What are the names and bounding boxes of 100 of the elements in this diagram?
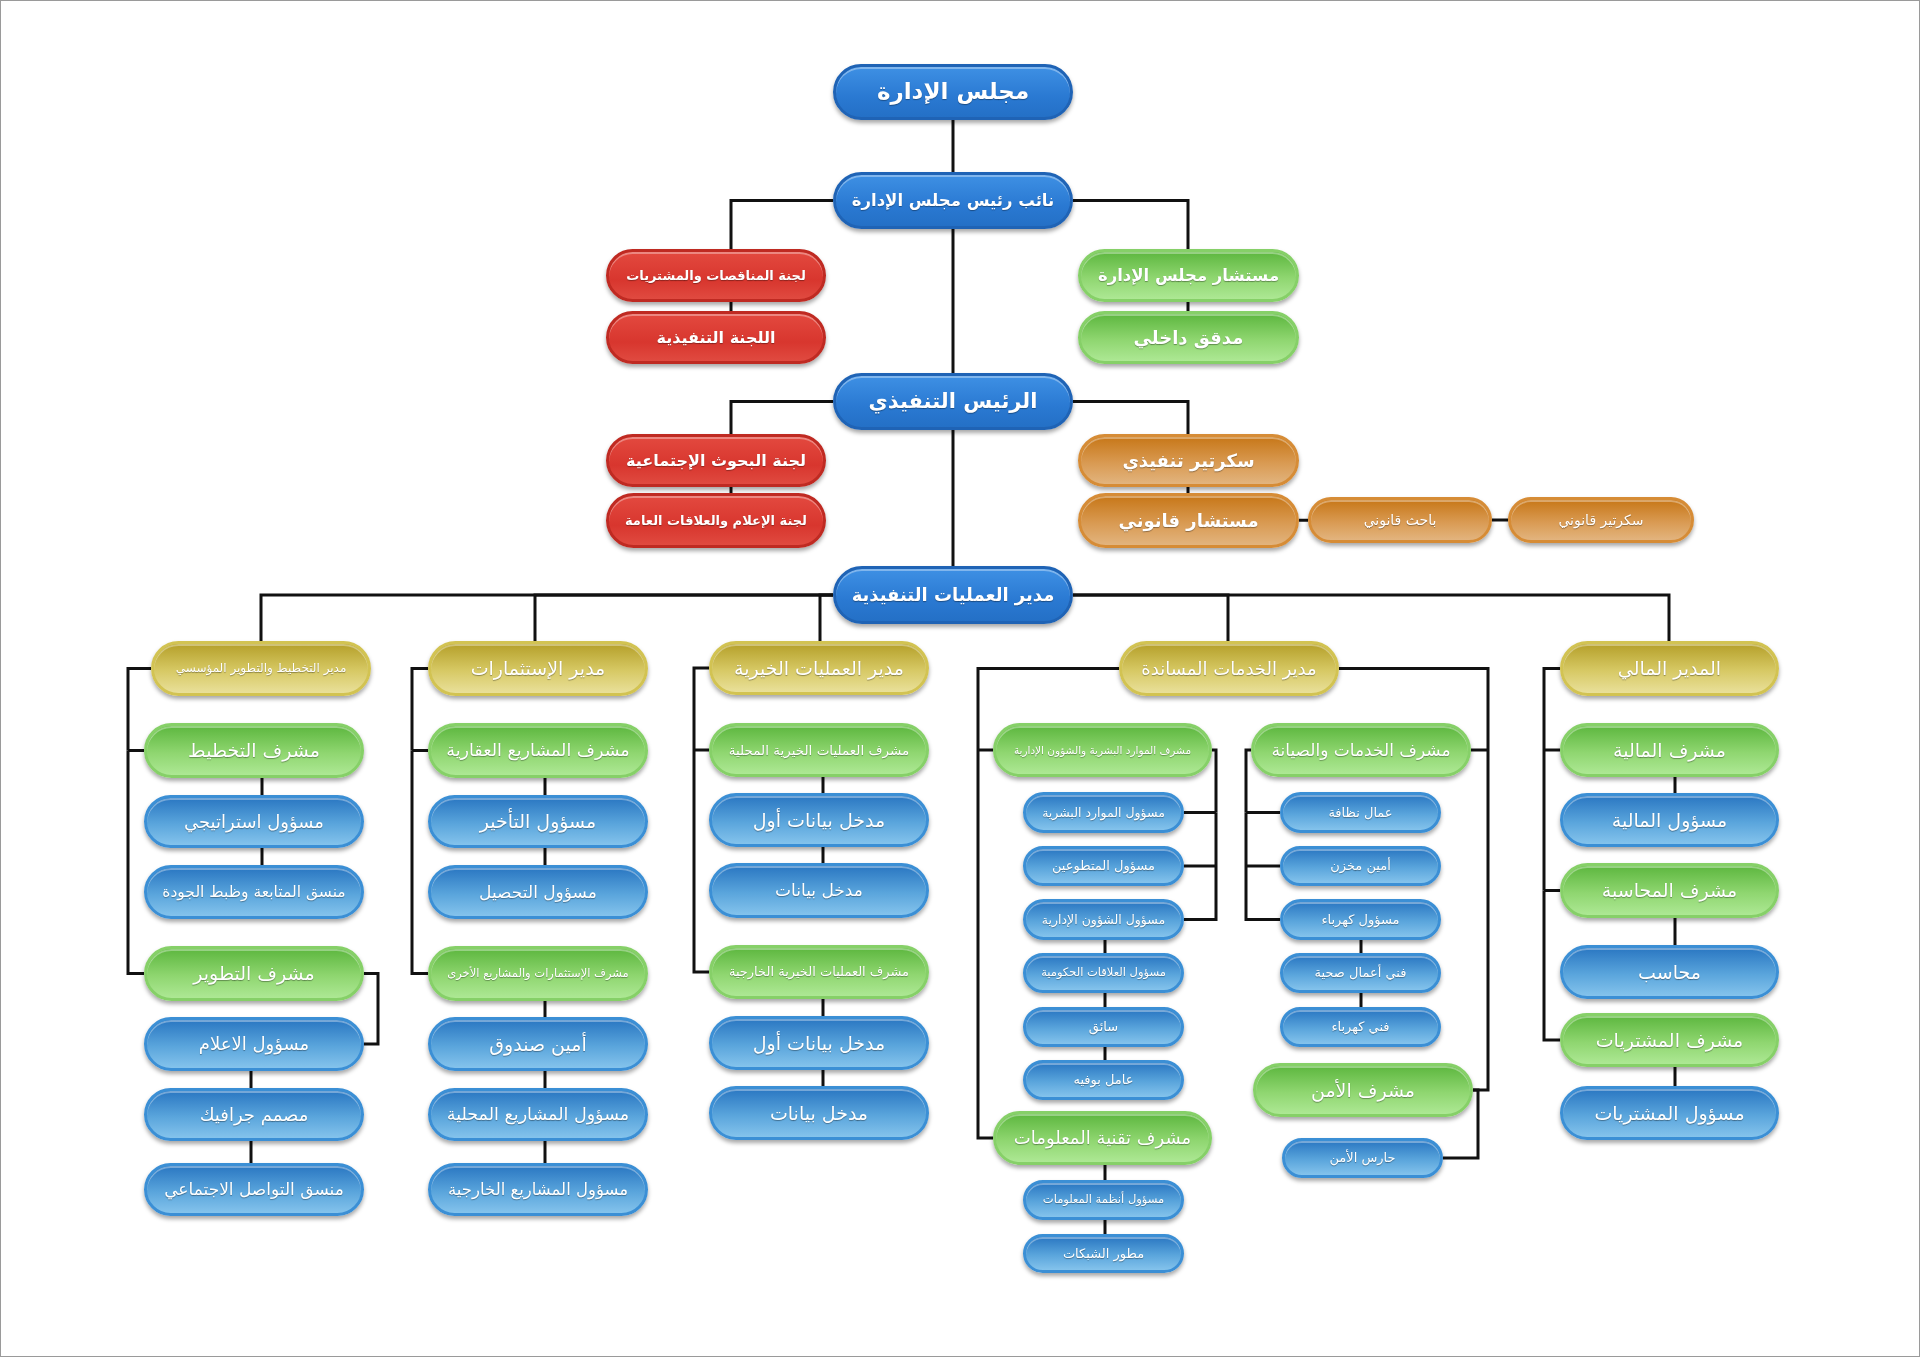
connector-line: [1246, 811, 1280, 814]
connector-line: [249, 1071, 253, 1088]
connector-line: [1299, 518, 1308, 522]
role-title: مدير الخدمات المساندة: [1141, 657, 1317, 680]
role-title: مشرف المالية: [1613, 738, 1726, 762]
role-title: مسؤول أنظمة المعلومات: [1042, 1193, 1165, 1207]
staff-box: [144, 1088, 364, 1141]
executive-box: [833, 566, 1073, 624]
staff-box: [1280, 1007, 1441, 1047]
connector-line: [976, 667, 1119, 750]
connector-line: [821, 1070, 825, 1086]
role-title: محاسب: [1638, 960, 1701, 984]
staff-box: [428, 1017, 648, 1071]
staff-box: [709, 793, 929, 847]
connector-line: [1492, 518, 1508, 522]
role-title: اللجنة التنفيذية: [656, 327, 776, 348]
supervisor-box: [1560, 863, 1779, 918]
role-title: مسؤول المالية: [1611, 808, 1728, 832]
staff-box: [709, 863, 929, 918]
role-title: مدير التخطيط والتطوير المؤسسي: [175, 661, 347, 676]
role-title: مسؤول التأخير: [479, 810, 597, 833]
staff-box: [1023, 1007, 1184, 1047]
role-title: فني كهرباء: [1331, 1019, 1390, 1035]
connector-line: [543, 1001, 547, 1017]
role-title: مدخل بيانات أول: [752, 808, 886, 832]
connector-line: [1212, 748, 1218, 813]
role-title: مدخل بيانات أول: [752, 1031, 886, 1055]
connector-line: [364, 972, 380, 1046]
role-title: منسق التواصل الاجتماعي: [164, 1179, 344, 1200]
manager-box: [1560, 641, 1779, 696]
connector-line: [249, 1141, 253, 1163]
connector-line: [1186, 302, 1190, 311]
role-title: مسؤول الاعلام: [198, 1033, 310, 1055]
connector-line: [1244, 748, 1251, 813]
connector-line: [1103, 993, 1107, 1007]
role-title: لجنة المناقصات والمشتريات: [626, 267, 806, 284]
role-title: مشرف المحاسبة: [1601, 879, 1738, 902]
role-title: مسؤول المشاريع المحلية: [446, 1104, 630, 1125]
connector-line: [543, 1071, 547, 1088]
supervisor-box: [993, 1111, 1212, 1165]
role-title: مستشار مجلس الإدارة: [1097, 265, 1280, 286]
role-title: مشرف التخطيط: [188, 739, 320, 762]
connector-line: [951, 229, 955, 373]
committee-box: [606, 311, 826, 364]
staff-box: [1023, 1060, 1184, 1100]
connector-line: [821, 777, 825, 793]
role-title: مدير العمليات الخيرية: [734, 656, 904, 680]
staff-box: [1023, 1234, 1184, 1273]
connector-line: [259, 593, 833, 641]
connector-line: [1184, 864, 1216, 868]
staff-box: [1560, 1086, 1779, 1140]
supervisor-box: [1251, 723, 1471, 777]
role-title: مسؤول الشؤون الإدارية: [1041, 912, 1166, 927]
staff-box: [144, 865, 364, 919]
staff-box: [428, 1163, 648, 1216]
supervisor-box: [709, 945, 929, 999]
connector-line: [951, 430, 955, 566]
supervisor-box: [1560, 1013, 1779, 1067]
role-title: مشرف العمليات الخيرية الخارجية: [728, 964, 910, 980]
role-title: المدير المالي: [1617, 657, 1722, 680]
connector-line: [729, 302, 733, 311]
legal-box: [1078, 434, 1299, 487]
connector-line: [1443, 1088, 1480, 1160]
role-title: مدير الإستثمارات: [470, 657, 606, 680]
staff-box: [1023, 899, 1184, 940]
role-title: مشرف تقنية المعلومات: [1013, 1127, 1192, 1149]
staff-box: [1282, 1138, 1443, 1178]
connector-line: [1103, 940, 1107, 953]
role-title: مسؤول كهرباء: [1321, 911, 1400, 928]
role-title: سائق: [1088, 1019, 1119, 1035]
connector-line: [1073, 400, 1190, 434]
role-title: حارس الأمن: [1329, 1150, 1396, 1166]
legal-box: [1078, 493, 1299, 548]
supervisor-box: [1253, 1063, 1473, 1117]
executive-box: [833, 172, 1073, 229]
staff-box: [1560, 793, 1779, 847]
role-title: مشرف المشتريات: [1595, 1028, 1744, 1052]
manager-box: [151, 641, 371, 696]
role-title: مشرف الخدمات والصيانة: [1271, 739, 1451, 761]
connector-line: [821, 999, 825, 1016]
connector-line: [1673, 1067, 1677, 1086]
connector-line: [951, 120, 955, 172]
connector-line: [1103, 1047, 1107, 1060]
supervisor-box: [428, 946, 648, 1001]
role-title: مسؤول الموارد البشرية: [1042, 805, 1165, 820]
role-title: فني أعمال صحية: [1314, 965, 1407, 981]
connector-line: [729, 400, 833, 434]
staff-box: [1280, 846, 1441, 886]
role-title: مشرف الموارد البشرية والشؤون الإدارية: [1013, 743, 1192, 757]
role-title: عمال نظافة: [1328, 804, 1393, 821]
connector-line: [1544, 748, 1560, 752]
connector-line: [260, 848, 264, 865]
connector-line: [692, 666, 709, 750]
connector-line: [412, 749, 428, 752]
connector-line: [260, 778, 264, 795]
connector-line: [694, 748, 709, 752]
supervisor-box: [428, 723, 648, 778]
connector-line: [1073, 199, 1190, 249]
connector-line: [692, 750, 709, 974]
role-title: باحث قانوني: [1363, 511, 1437, 529]
